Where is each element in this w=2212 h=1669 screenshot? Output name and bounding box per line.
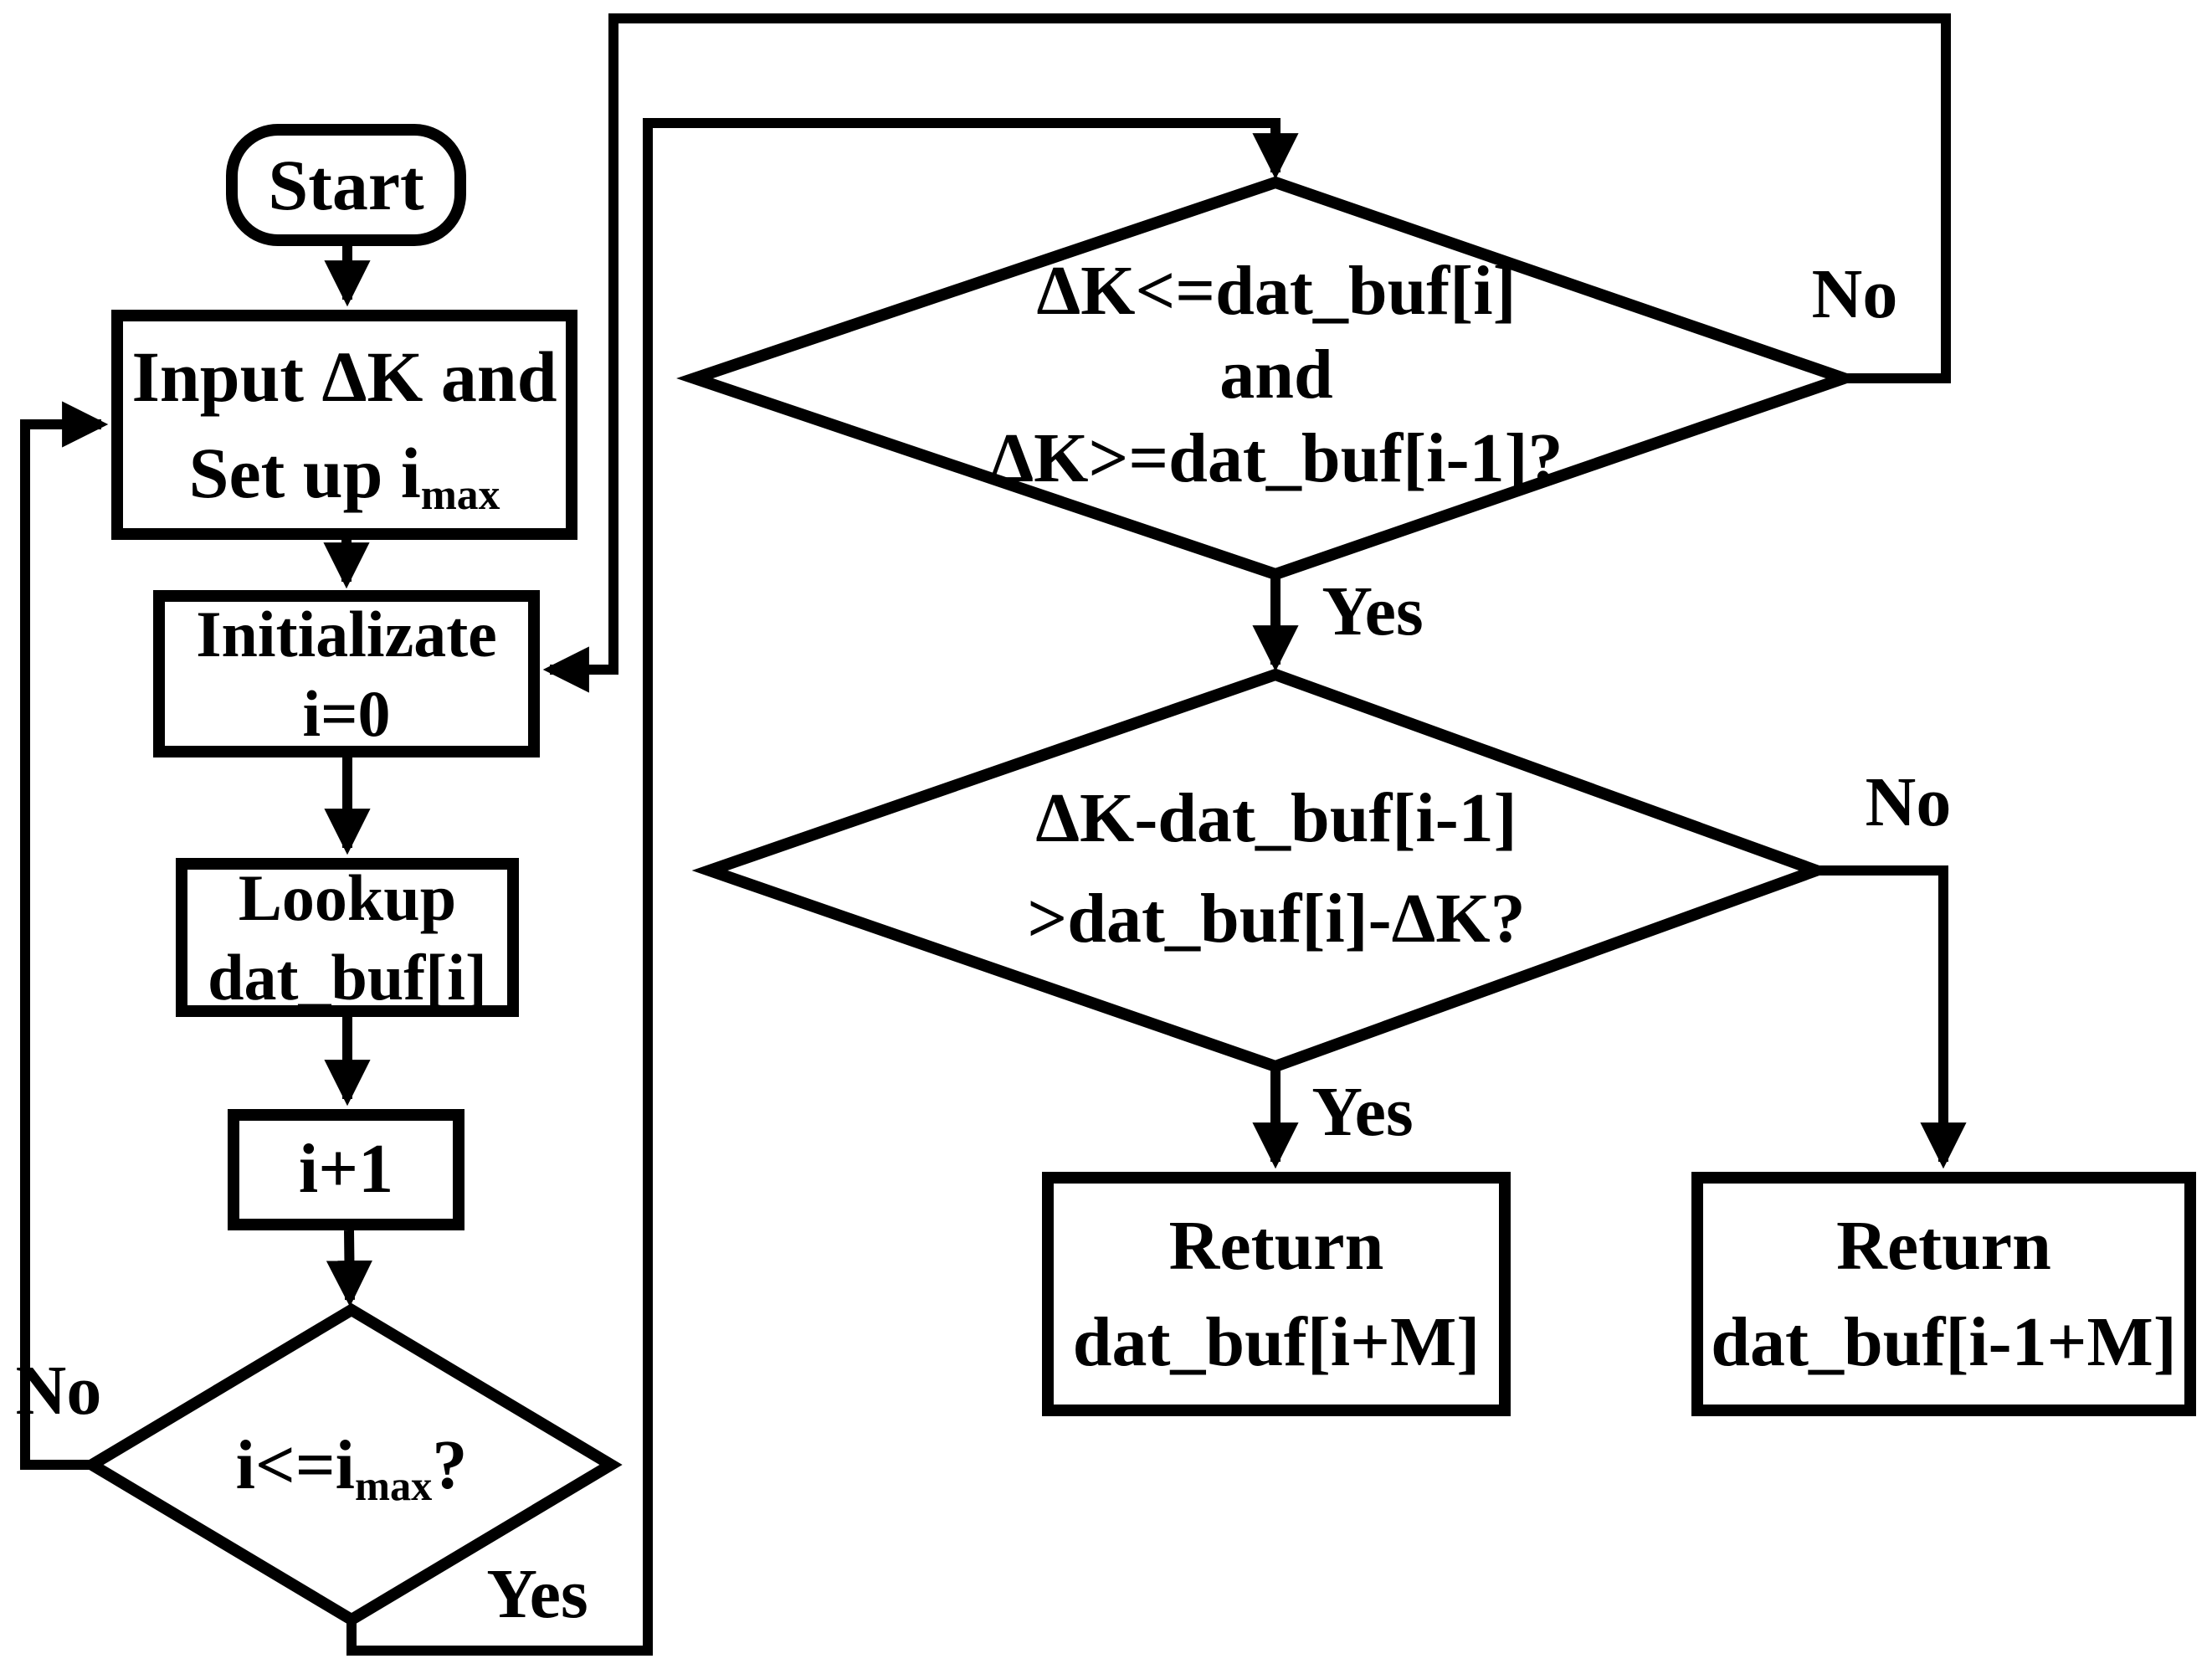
edge-label-index-yes: Yes bbox=[486, 1554, 588, 1633]
edge-decision-distance-no-to-return bbox=[1816, 865, 1967, 1169]
decision-range-line3: ΔK>=dat_buf[i-1]? bbox=[989, 419, 1563, 497]
node-input: Input ΔK and Set up imax bbox=[111, 310, 577, 540]
increment-label: i+1 bbox=[298, 1130, 394, 1209]
input-line2: Set up imax bbox=[189, 425, 500, 521]
edge-label-range-yes: Yes bbox=[1322, 572, 1424, 650]
edge-label-index-no: No bbox=[15, 1351, 102, 1430]
decision-index-shape bbox=[80, 1302, 623, 1627]
edge-label-distance-no: No bbox=[1865, 763, 1952, 841]
node-start: Start bbox=[226, 124, 466, 246]
decision-distance-shape bbox=[691, 668, 1834, 1073]
decision-range-shape bbox=[676, 176, 1862, 581]
decision-distance-line2: >dat_buf[i]-ΔK? bbox=[1027, 880, 1526, 958]
edge-increment-to-decision-index bbox=[326, 1230, 373, 1307]
node-increment: i+1 bbox=[228, 1109, 464, 1230]
initialize-line2: i=0 bbox=[302, 677, 391, 750]
edge-decision-index-no-to-input bbox=[20, 401, 109, 1470]
decision-distance-text: ΔK-dat_buf[i-1] >dat_buf[i]-ΔK? bbox=[778, 768, 1774, 969]
initialize-line1: Initializate bbox=[196, 598, 497, 670]
edge-decision-index-yes-to-decision-range bbox=[346, 118, 1299, 1656]
edge-decision-range-no-to-initialize bbox=[542, 13, 1951, 693]
edge-label-range-no: No bbox=[1811, 254, 1898, 333]
input-line1: Input ΔK and bbox=[131, 336, 557, 417]
return-i-plus-m-line2: dat_buf[i+M] bbox=[1072, 1303, 1481, 1381]
node-initialize: Initializate i=0 bbox=[153, 590, 540, 757]
node-return-i-plus-m: Return dat_buf[i+M] bbox=[1042, 1172, 1511, 1416]
return-i-minus-1-plus-m-line2: dat_buf[i-1+M] bbox=[1711, 1303, 2177, 1381]
node-lookup: Lookup dat_buf[i] bbox=[176, 858, 519, 1017]
return-i-plus-m-line1: Return bbox=[1168, 1207, 1384, 1285]
input-line2-main: Set up i bbox=[188, 432, 421, 513]
lookup-line2: dat_buf[i] bbox=[208, 941, 487, 1014]
decision-range-line1: ΔK<=dat_buf[i] bbox=[1036, 252, 1517, 330]
decision-range-line2: and bbox=[1219, 336, 1333, 413]
decision-index-subscript: max bbox=[355, 1461, 433, 1509]
lookup-line1: Lookup bbox=[238, 861, 457, 934]
start-label: Start bbox=[268, 144, 424, 225]
decision-range-text: ΔK<=dat_buf[i] and ΔK>=dat_buf[i-1]? bbox=[778, 249, 1774, 501]
return-i-minus-1-plus-m-line1: Return bbox=[1836, 1207, 2051, 1285]
node-return-i-minus-1-plus-m: Return dat_buf[i-1+M] bbox=[1691, 1172, 2196, 1416]
input-line2-subscript: max bbox=[420, 470, 500, 519]
decision-distance-line1: ΔK-dat_buf[i-1] bbox=[1035, 779, 1517, 857]
decision-index-text: i<=imax? bbox=[100, 1406, 603, 1523]
edge-label-distance-yes: Yes bbox=[1311, 1072, 1414, 1151]
decision-index-main: i<=i bbox=[235, 1425, 356, 1504]
decision-index-suffix: ? bbox=[432, 1425, 468, 1504]
decision-index-expression: i<=imax? bbox=[235, 1425, 468, 1509]
